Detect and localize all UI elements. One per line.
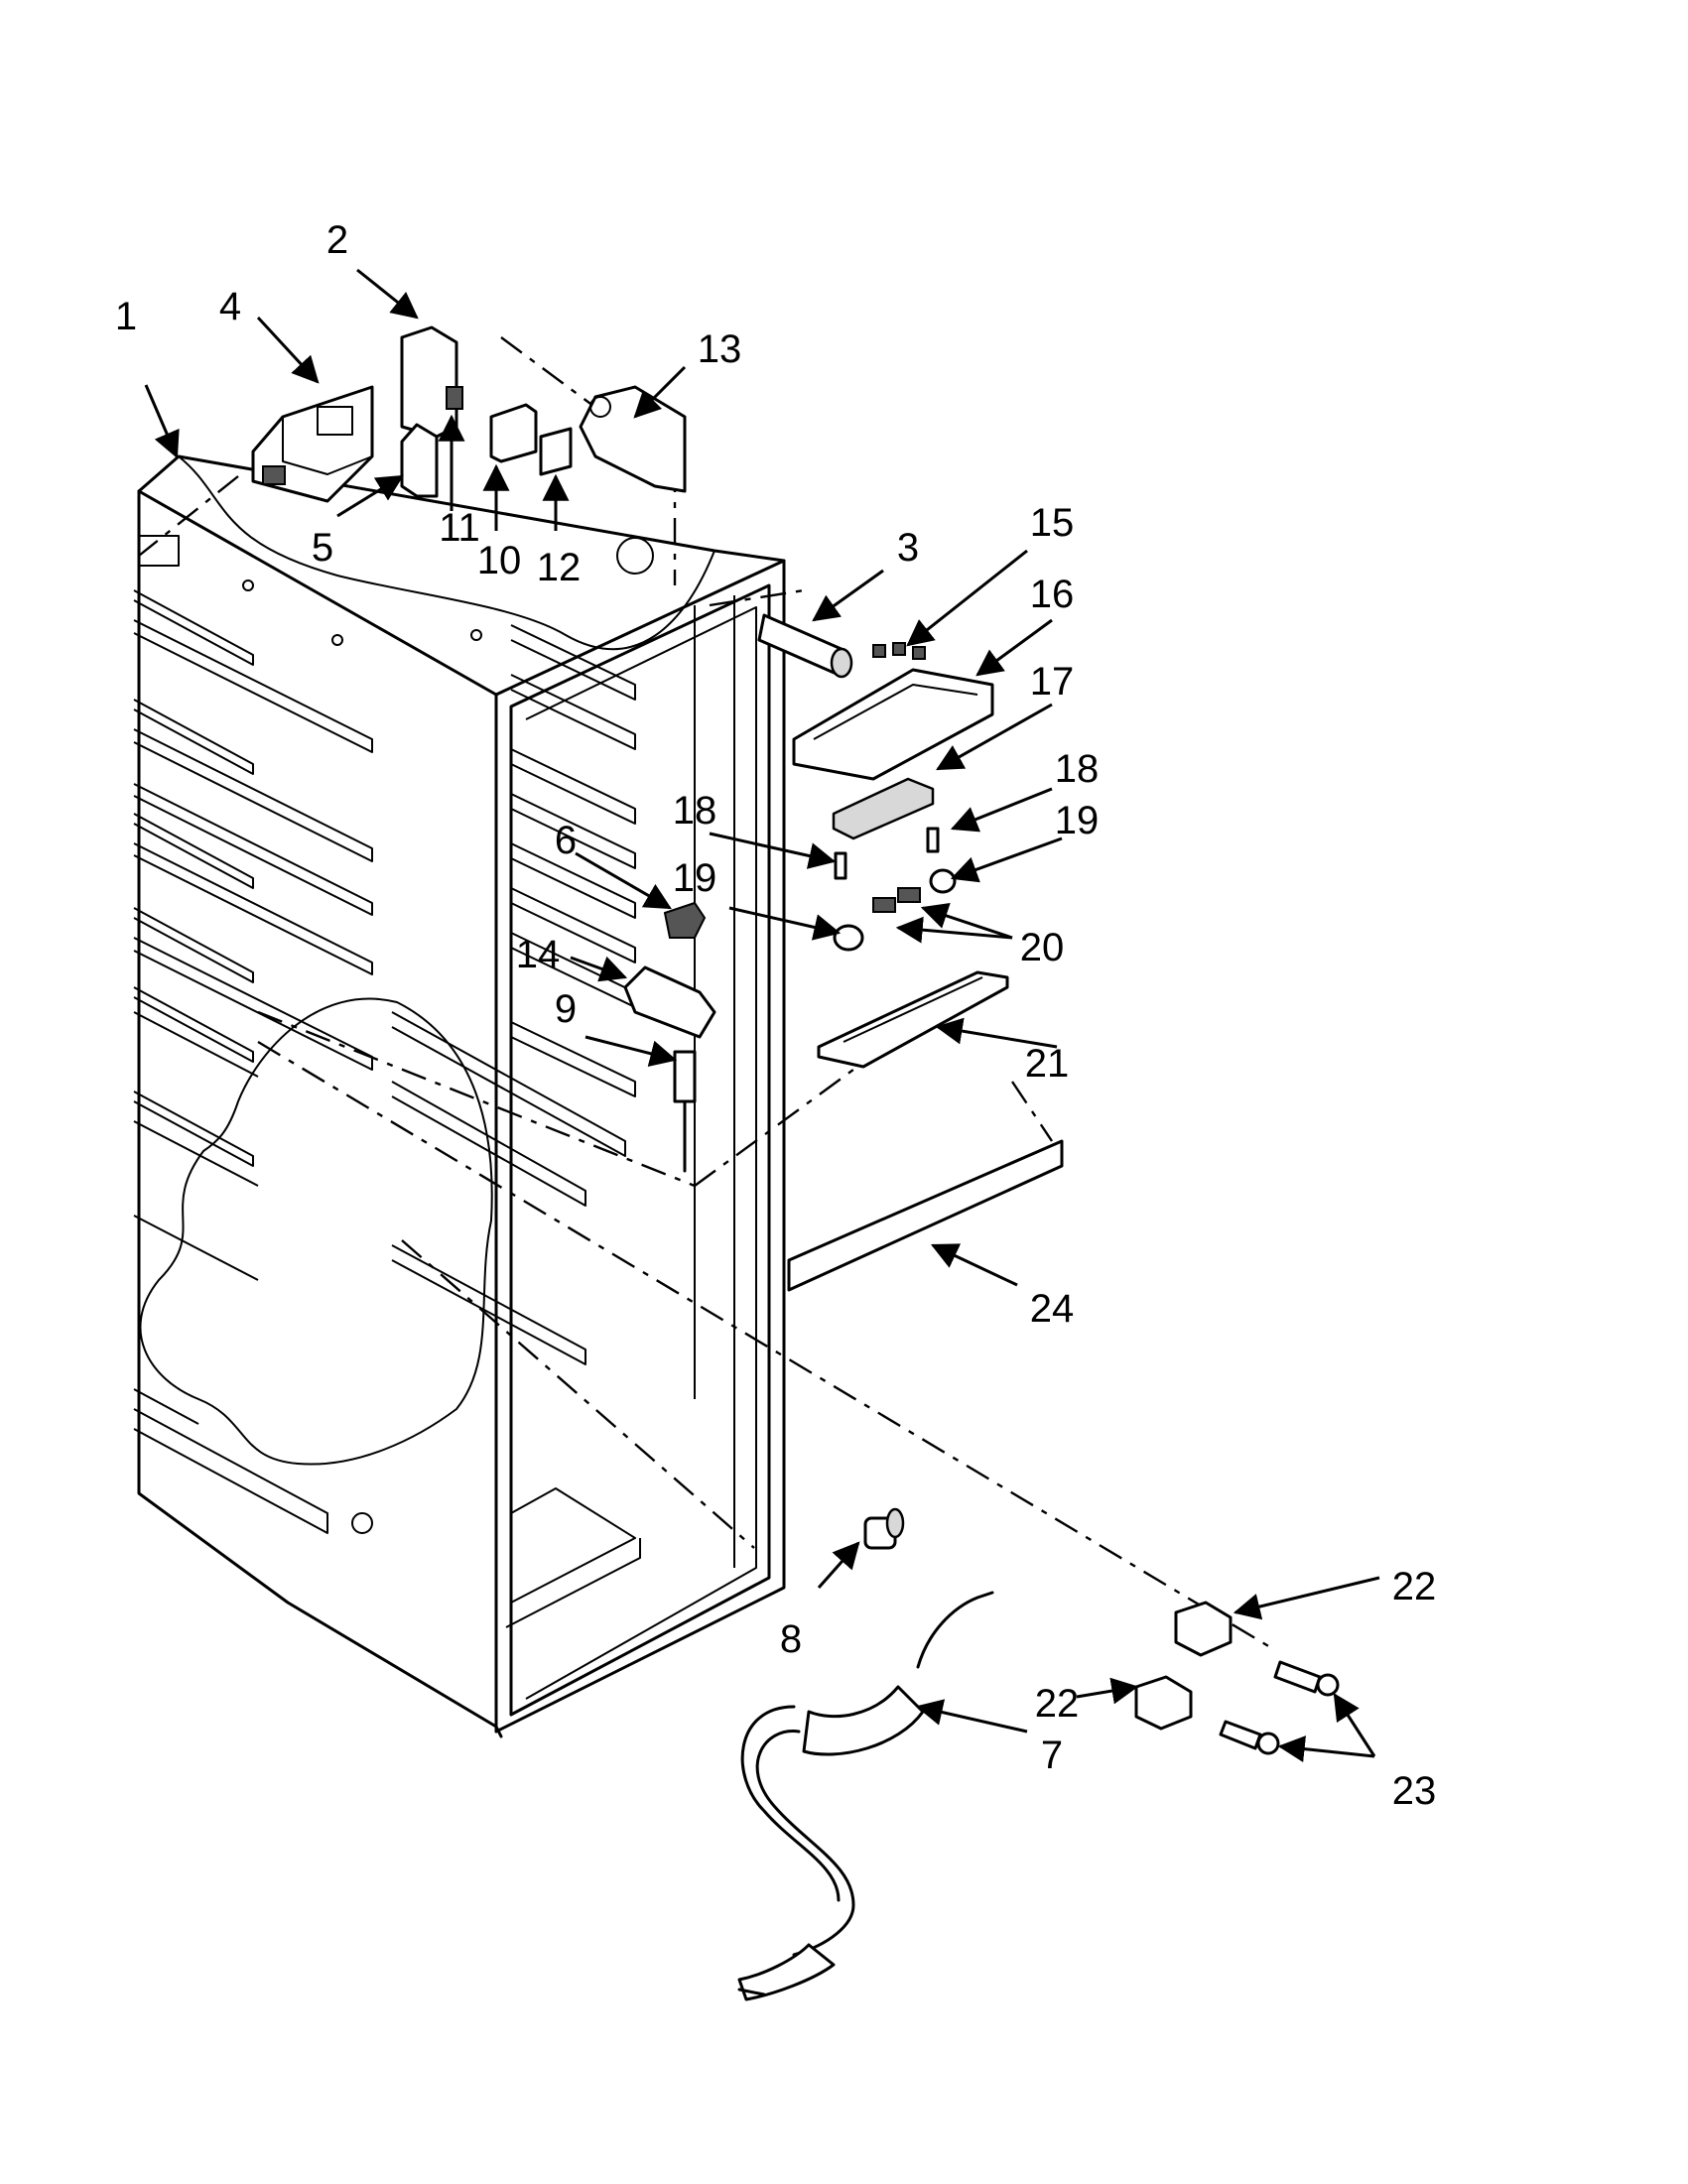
part-23-screws bbox=[1219, 1660, 1340, 1755]
callout-18-left: 18 bbox=[673, 789, 717, 833]
part-18-screws bbox=[834, 827, 940, 880]
part-16-light-housing bbox=[792, 668, 994, 781]
callout-labels: 1 2 3 4 5 6 7 8 9 10 11 12 13 14 15 16 1… bbox=[115, 218, 1436, 1813]
part-8-fitting bbox=[863, 1507, 905, 1550]
callout-4: 4 bbox=[219, 285, 241, 328]
callout-20: 20 bbox=[1020, 926, 1065, 969]
callout-13: 13 bbox=[698, 327, 742, 371]
part-14-housing bbox=[623, 965, 716, 1039]
callout-18-right: 18 bbox=[1055, 747, 1100, 791]
callout-7: 7 bbox=[1041, 1734, 1063, 1777]
part-9-sensor bbox=[673, 1050, 697, 1173]
callout-9: 9 bbox=[555, 987, 577, 1031]
callout-11: 11 bbox=[439, 506, 480, 550]
part-6 bbox=[663, 901, 707, 939]
callout-22-left: 22 bbox=[1035, 1682, 1080, 1726]
part-10-switch bbox=[489, 403, 538, 463]
part-5-plate bbox=[400, 423, 439, 498]
callout-23: 23 bbox=[1392, 1769, 1437, 1813]
part-4-housing bbox=[251, 385, 374, 503]
part-24-deflector bbox=[787, 1139, 1064, 1292]
callout-14: 14 bbox=[516, 933, 561, 976]
callout-2: 2 bbox=[326, 218, 348, 262]
callout-22-right: 22 bbox=[1392, 1565, 1437, 1608]
part-3-water-filter bbox=[757, 613, 853, 679]
callout-5: 5 bbox=[312, 526, 333, 570]
callout-24: 24 bbox=[1030, 1287, 1075, 1331]
part-20-sockets bbox=[872, 887, 921, 913]
shelf-ribs-left bbox=[133, 589, 373, 1534]
callout-21: 21 bbox=[1025, 1042, 1070, 1086]
part-11-connector bbox=[446, 386, 463, 410]
callout-12: 12 bbox=[537, 546, 582, 589]
part-22-guides bbox=[1134, 1601, 1233, 1731]
callout-10: 10 bbox=[477, 539, 522, 582]
part-15-clips bbox=[872, 642, 926, 660]
callout-3: 3 bbox=[897, 526, 919, 570]
callout-8: 8 bbox=[780, 1617, 802, 1661]
part-13-control-bracket bbox=[579, 385, 687, 493]
part-2-bracket bbox=[400, 325, 458, 439]
callout-17: 17 bbox=[1030, 660, 1075, 704]
leader-lines bbox=[144, 268, 1380, 1763]
callout-1: 1 bbox=[115, 295, 137, 338]
assembly-guide-lines bbox=[138, 336, 1271, 1649]
callout-16: 16 bbox=[1030, 573, 1075, 616]
callout-19-right: 19 bbox=[1055, 799, 1100, 842]
part-17-socket bbox=[832, 777, 935, 840]
callout-15: 15 bbox=[1030, 501, 1075, 545]
part-12-label bbox=[539, 427, 573, 476]
callout-19-left: 19 bbox=[673, 856, 717, 900]
callout-6: 6 bbox=[555, 819, 577, 862]
part-7-water-tube bbox=[737, 1591, 994, 2001]
part-21-lens-cover bbox=[817, 970, 1009, 1069]
cabinet-liner bbox=[133, 454, 786, 1738]
